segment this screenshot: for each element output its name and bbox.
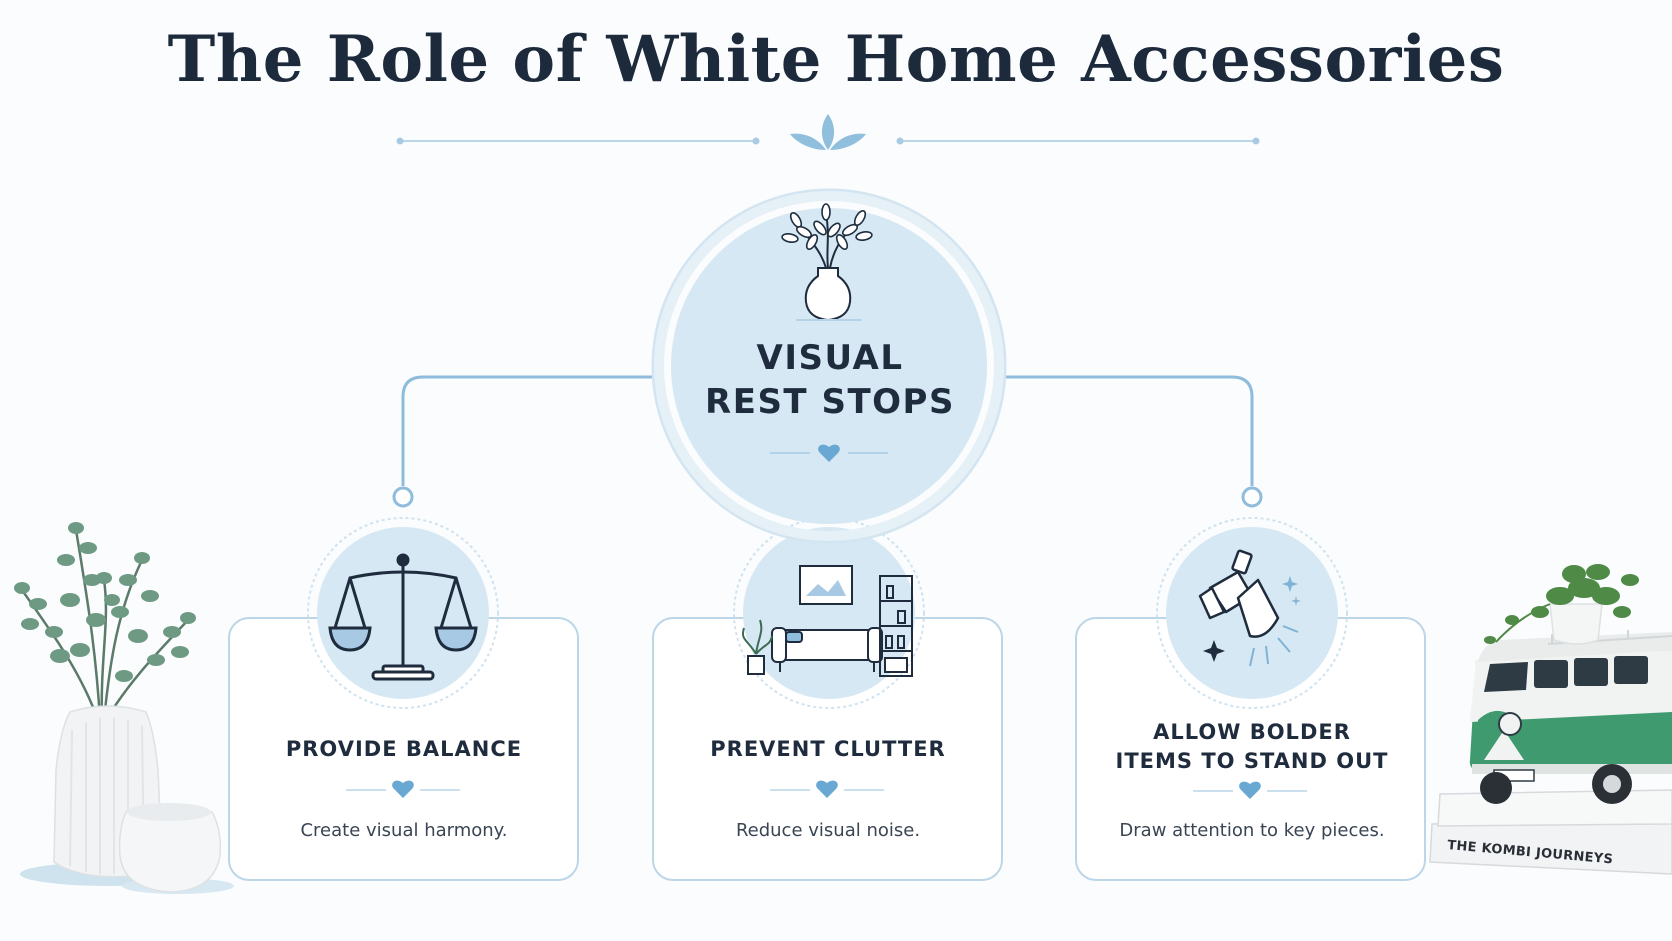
- white-vases-with-eucalyptus: [14, 522, 234, 894]
- card-title-bolder: ALLOW BOLDER ITEMS TO STAND OUT: [1115, 720, 1389, 773]
- balance-scale-icon: [328, 553, 478, 681]
- tidy-living-room-icon: [742, 565, 913, 677]
- card-text-bolder: Draw attention to key pieces.: [1119, 820, 1385, 841]
- heart-icon: [392, 780, 414, 798]
- card-text-clutter: Reduce visual noise.: [735, 820, 921, 841]
- card-dividers: [346, 789, 1307, 792]
- card-title-balance: PROVIDE BALANCE: [285, 737, 523, 761]
- leaf-ornament-icon: [790, 114, 866, 150]
- page-title: The Role of White Home Accessories: [167, 22, 1505, 97]
- connector-node: [392, 486, 414, 508]
- card-text-balance: Create visual harmony.: [300, 820, 508, 841]
- center-node: [651, 188, 1007, 544]
- heart-icon: [1239, 781, 1261, 799]
- icon-circle-clutter: [743, 527, 915, 699]
- spotlight-icon: [1198, 549, 1301, 667]
- icon-ring: [307, 517, 499, 709]
- heart-icon: [816, 780, 838, 798]
- connector-node: [1241, 486, 1263, 508]
- heart-icon: [818, 444, 840, 462]
- title-divider: [396, 114, 1260, 150]
- card-title-clutter: PREVENT CLUTTER: [710, 737, 946, 761]
- icon-ring: [1156, 517, 1348, 709]
- green-van-model-on-books: [1429, 564, 1672, 875]
- center-node-title: VISUAL REST STOPS: [705, 338, 955, 422]
- vase-with-branches-icon: [781, 203, 873, 322]
